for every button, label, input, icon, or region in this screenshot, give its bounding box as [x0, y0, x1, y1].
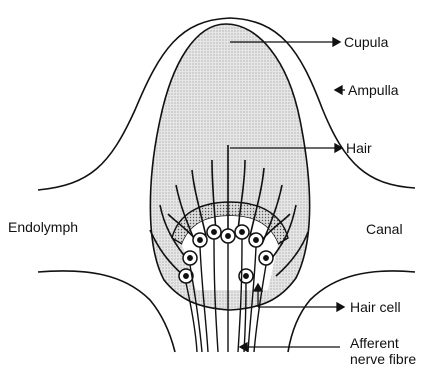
label-canal: Canal — [366, 221, 403, 237]
label-afferent-line2: nerve fibre — [350, 351, 416, 367]
label-afferent-line1: Afferent — [350, 335, 399, 351]
label-ampulla: Ampulla — [348, 82, 399, 98]
label-hair: Hair — [346, 140, 372, 156]
label-hair-cell: Hair cell — [350, 299, 401, 315]
label-cupula: Cupula — [344, 34, 388, 50]
canal-wall-lower-left — [38, 271, 175, 352]
label-endolymph: Endolymph — [8, 219, 78, 235]
